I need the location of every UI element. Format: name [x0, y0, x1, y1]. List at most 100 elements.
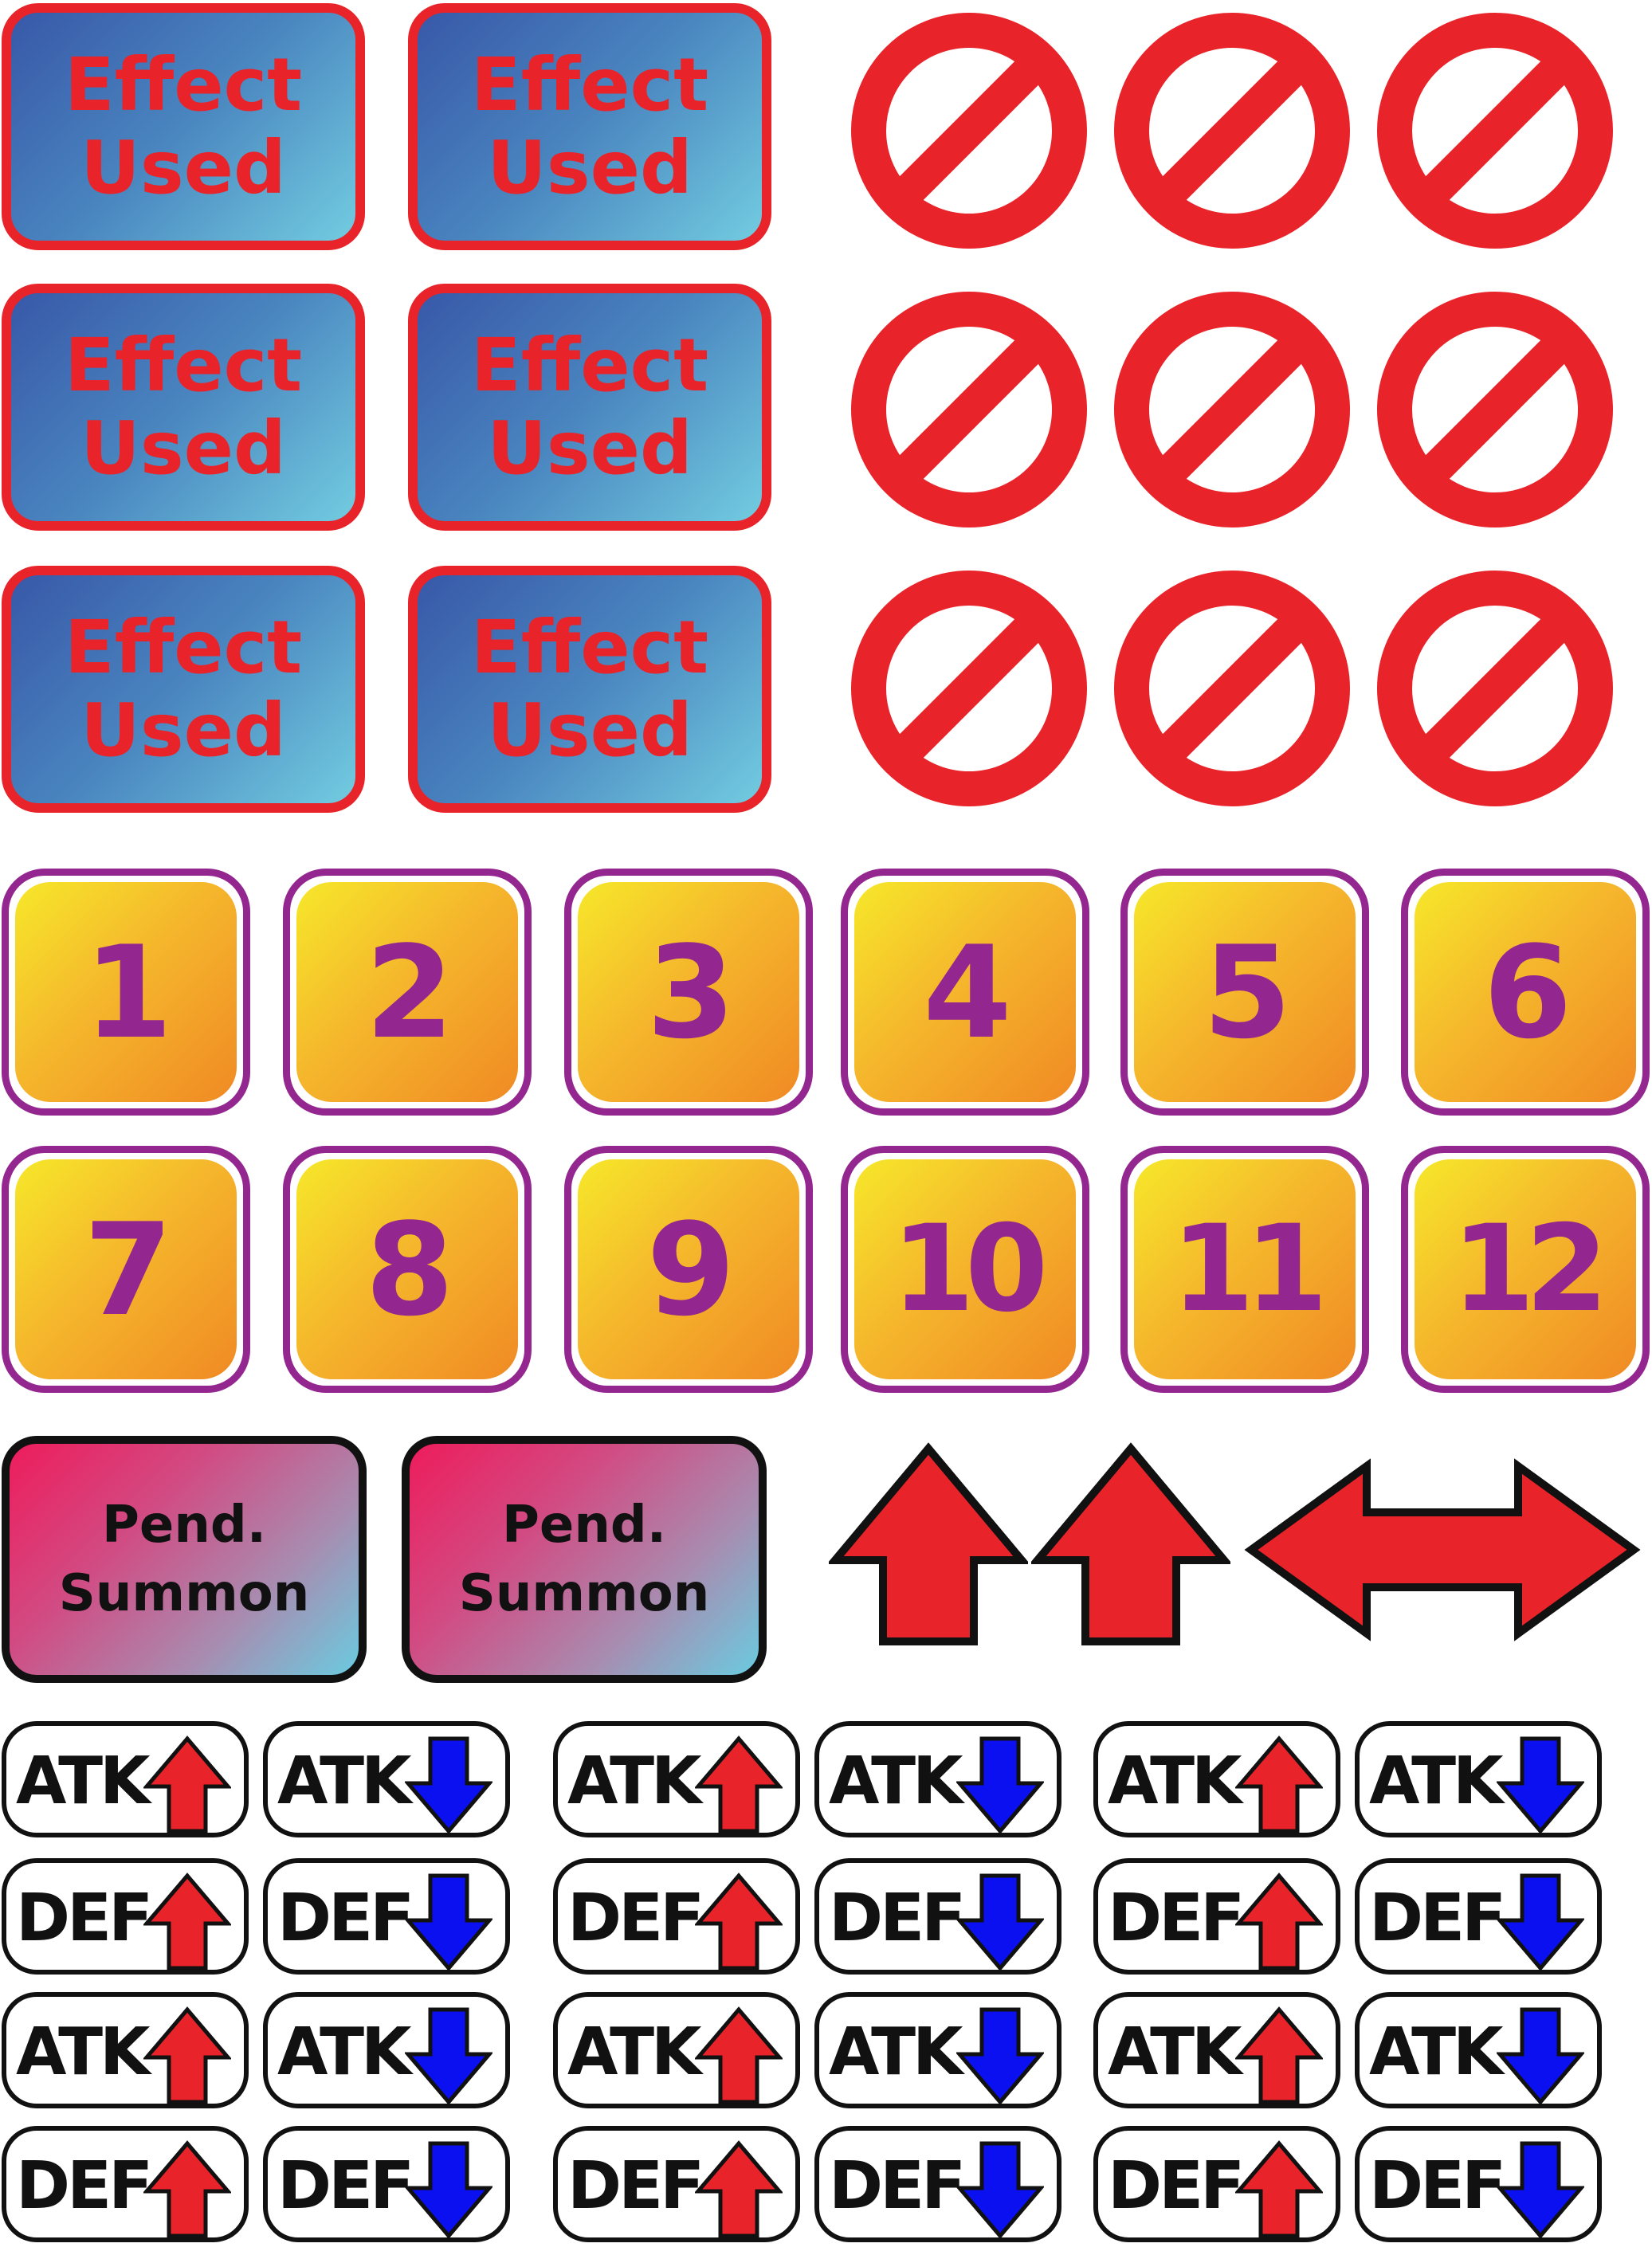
number-token: 9 — [564, 1146, 813, 1393]
def-down-token: DEF — [263, 2126, 510, 2242]
arrow-down-icon — [405, 2007, 492, 2105]
def-up-token: DEF — [1093, 1858, 1340, 1975]
prohibited-icon — [1395, 30, 1595, 231]
atk-down-token: ATK — [263, 1992, 510, 2108]
effect-used-label: Effect Used — [64, 323, 303, 491]
number-label: 9 — [578, 1159, 799, 1379]
atk-label: ATK — [1108, 1743, 1242, 1819]
def-label: DEF — [567, 2148, 704, 2224]
number-label: 11 — [1134, 1159, 1356, 1379]
arrow-up-icon — [143, 1873, 231, 1971]
arrow-up-icon — [1235, 1735, 1323, 1833]
atk-up-token: ATK — [1093, 1721, 1340, 1837]
effect-used-token: Effect Used — [2, 566, 365, 813]
arrow-down-icon — [956, 2141, 1044, 2239]
def-down-token: DEF — [814, 1858, 1061, 1975]
number-token: 1 — [2, 869, 250, 1116]
prohibited-icon — [1395, 588, 1595, 789]
prohibited-icon — [1132, 309, 1332, 510]
effect-used-token: Effect Used — [2, 284, 365, 531]
atk-label: ATK — [1108, 2014, 1242, 2090]
def-label: DEF — [1108, 2148, 1245, 2224]
def-up-token: DEF — [553, 1858, 800, 1975]
arrow-up-icon — [1031, 1442, 1230, 1645]
number-token: 5 — [1120, 869, 1369, 1116]
arrow-down-icon — [405, 1736, 492, 1834]
def-label: DEF — [829, 2148, 966, 2224]
arrow-up-icon — [143, 2006, 231, 2104]
def-label: DEF — [567, 1880, 704, 1956]
number-token: 11 — [1120, 1146, 1369, 1393]
number-token: 3 — [564, 869, 813, 1116]
arrow-down-icon — [956, 1736, 1044, 1834]
arrow-down-icon — [956, 2007, 1044, 2105]
number-label: 5 — [1134, 882, 1356, 1102]
number-label: 6 — [1415, 882, 1636, 1102]
prohibited-icon — [869, 309, 1069, 510]
effect-used-label: Effect Used — [64, 42, 303, 210]
arrow-down-icon — [1497, 1736, 1584, 1834]
effect-used-label: Effect Used — [64, 605, 303, 773]
arrow-up-icon — [695, 2140, 783, 2238]
arrow-up-icon — [695, 2006, 783, 2104]
arrow-up-icon — [1235, 2140, 1323, 2238]
atk-label: ATK — [277, 1743, 412, 1819]
number-token: 4 — [841, 869, 1089, 1116]
pend-summon-token: Pend. Summon — [2, 1436, 367, 1683]
number-token: 6 — [1401, 869, 1650, 1116]
def-label: DEF — [1369, 1880, 1506, 1956]
def-label: DEF — [1369, 2148, 1506, 2224]
arrow-down-icon — [956, 1873, 1044, 1971]
def-up-token: DEF — [2, 2126, 249, 2242]
atk-label: ATK — [16, 1743, 151, 1819]
arrow-down-icon — [1497, 2141, 1584, 2239]
def-down-token: DEF — [814, 2126, 1061, 2242]
def-label: DEF — [16, 1880, 153, 1956]
pend-summon-label: Pend. Summon — [58, 1496, 310, 1623]
atk-up-token: ATK — [1093, 1992, 1340, 2108]
atk-label: ATK — [277, 2014, 412, 2090]
def-label: DEF — [277, 1880, 414, 1956]
number-label: 10 — [854, 1159, 1076, 1379]
prohibited-icon — [1132, 588, 1332, 789]
arrow-up-icon — [1235, 2006, 1323, 2104]
def-up-token: DEF — [553, 2126, 800, 2242]
atk-up-token: ATK — [553, 1721, 800, 1837]
def-up-token: DEF — [1093, 2126, 1340, 2242]
number-label: 3 — [578, 882, 799, 1102]
atk-down-token: ATK — [1355, 1992, 1602, 2108]
effect-used-label: Effect Used — [470, 323, 709, 491]
pend-summon-token: Pend. Summon — [402, 1436, 767, 1683]
atk-label: ATK — [567, 1743, 702, 1819]
def-down-token: DEF — [1355, 1858, 1602, 1975]
def-down-token: DEF — [1355, 2126, 1602, 2242]
arrow-up-icon — [829, 1442, 1028, 1645]
effect-used-token: Effect Used — [408, 3, 771, 250]
arrow-down-icon — [1497, 2007, 1584, 2105]
arrow-down-icon — [405, 2141, 492, 2239]
def-label: DEF — [16, 2148, 153, 2224]
atk-up-token: ATK — [2, 1992, 249, 2108]
number-label: 8 — [296, 1159, 518, 1379]
prohibited-icon — [1132, 30, 1332, 231]
atk-down-token: ATK — [263, 1721, 510, 1837]
atk-down-token: ATK — [814, 1721, 1061, 1837]
number-label: 4 — [854, 882, 1076, 1102]
arrow-up-icon — [695, 1735, 783, 1833]
atk-label: ATK — [829, 1743, 963, 1819]
arrow-up-icon — [143, 1735, 231, 1833]
number-token: 10 — [841, 1146, 1089, 1393]
number-label: 2 — [296, 882, 518, 1102]
def-label: DEF — [829, 1880, 966, 1956]
number-label: 1 — [15, 882, 237, 1102]
number-token: 8 — [283, 1146, 532, 1393]
atk-label: ATK — [829, 2014, 963, 2090]
atk-up-token: ATK — [2, 1721, 249, 1837]
def-label: DEF — [1108, 1880, 1245, 1956]
arrow-down-icon — [405, 1873, 492, 1971]
effect-used-token: Effect Used — [408, 284, 771, 531]
number-token: 12 — [1401, 1146, 1650, 1393]
def-down-token: DEF — [263, 1858, 510, 1975]
atk-up-token: ATK — [553, 1992, 800, 2108]
arrow-up-icon — [143, 2140, 231, 2238]
